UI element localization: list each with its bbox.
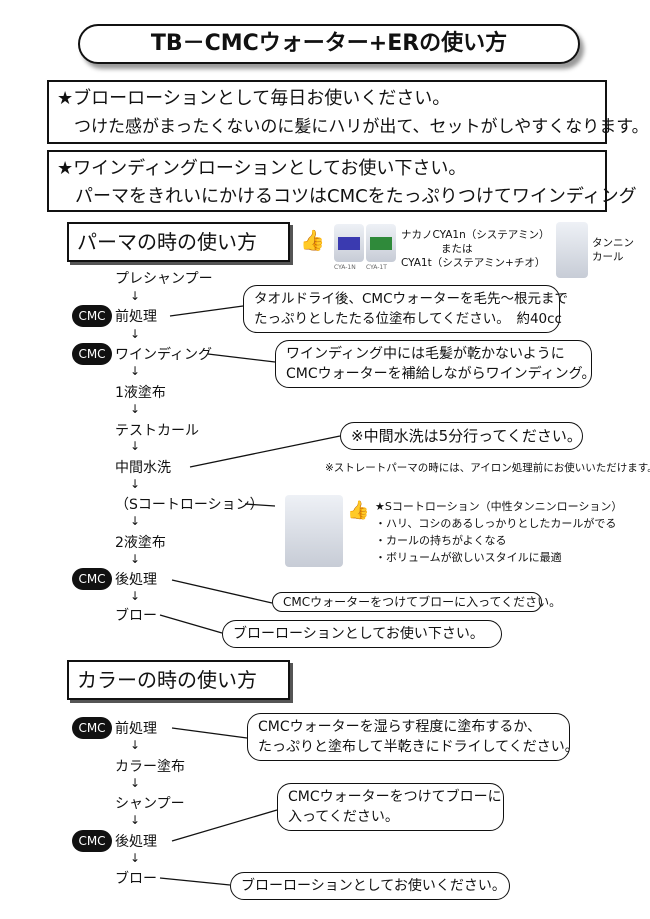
callout-winding: ワインディング中には毛髪が乾かないように CMCウォーターを補給しながらワインデ… [275, 340, 596, 388]
callout-aftertreatment: CMCウォーターをつけてブローに入ってください。 [272, 592, 561, 612]
step-pretreatment: 前処理 [115, 309, 157, 325]
arrow-down-icon: ↓ [130, 738, 141, 752]
callout-line: たっぷりとしたたる位塗布してください。 約40cc [254, 311, 562, 327]
callout-line: CMCウォーターをつけてブローに [288, 789, 502, 805]
step-blow: ブロー [115, 608, 157, 624]
color-step-pretreatment: 前処理 [115, 721, 157, 737]
scoat-description: ★Sコートローション（中性タンニンローション） ・ハリ、コシのあるしっかりとした… [375, 498, 622, 566]
callout-line: 入ってください。 [288, 809, 399, 825]
arrow-down-icon: ↓ [130, 477, 141, 491]
desc-line: または [441, 243, 473, 255]
arrow-down-icon: ↓ [130, 851, 141, 865]
arrow-down-icon: ↓ [130, 776, 141, 790]
cmc-badge: CMC [72, 568, 112, 590]
arrow-down-icon: ↓ [130, 327, 141, 341]
step-preshampoo: プレシャンプー [115, 271, 213, 287]
bottle-label: CYA-1N [334, 264, 356, 271]
cmc-badge: CMC [72, 305, 112, 327]
cmc-badge: CMC [72, 717, 112, 739]
scoat-line: ・カールの持ちがよくなる [375, 534, 507, 547]
desc-line: CYA1t（システアミン+チオ） [401, 257, 546, 269]
arrow-down-icon: ↓ [130, 364, 141, 378]
callout-pretreatment: タオルドライ後、CMCウォーターを毛先～根元まで たっぷりとしたたる位塗布してく… [243, 285, 568, 333]
color-step-aftertreatment: 後処理 [115, 834, 157, 850]
product-description: ナカノCYA1n（システアミン） または CYA1t（システアミン+チオ） [401, 228, 550, 270]
cmc-badge: CMC [72, 343, 112, 365]
scoat-line: ・ボリュームが欲しいスタイルに最適 [375, 551, 562, 564]
desc-line: ナカノCYA1n（システアミン） [401, 229, 550, 241]
color-step-application: カラー塗布 [115, 759, 185, 775]
step-solution2: 2液塗布 [115, 535, 166, 551]
step-intermediate-rinse: 中間水洗 [115, 460, 171, 476]
arrow-down-icon: ↓ [130, 439, 141, 453]
arrow-down-icon: ↓ [130, 552, 141, 566]
color-callout-blow: ブローローションとしてお使いください。 [230, 872, 510, 900]
step-scoat-lotion: （Sコートローション） [115, 497, 264, 513]
color-step-shampoo: シャンプー [115, 796, 185, 812]
section-heading-color: カラーの時の使い方 [67, 660, 290, 700]
intro-box-blow: ★ブローローションとして毎日お使いください。 つけた感がまったくないのに髪にハリ… [47, 80, 649, 144]
bottle-label: CYA-1T [366, 264, 387, 271]
thumbs-up-icon: 👍 [300, 228, 325, 252]
product-bottle-cya1t [366, 224, 396, 262]
intro-line: パーマをきれいにかけるコツはCMCをたっぷりつけてワインディング [57, 186, 637, 207]
step-winding: ワインディング [115, 347, 213, 363]
arrow-down-icon: ↓ [130, 289, 141, 303]
color-callout-pretreatment: CMCウォーターを湿らす程度に塗布するか、 たっぷりと塗布して半乾きにドライして… [247, 713, 579, 761]
step-test-curl: テストカール [115, 423, 199, 439]
color-step-blow: ブロー [115, 871, 157, 887]
arrow-down-icon: ↓ [130, 514, 141, 528]
callout-rinse: ※中間水洗は5分行ってください。 [340, 422, 583, 450]
intro-box-winding: ★ワインディングローションとしてお使い下さい。 パーマをきれいにかけるコツはCM… [47, 150, 637, 212]
callout-line: たっぷりと塗布して半乾きにドライしてください。 [258, 739, 579, 755]
step-solution1: 1液塗布 [115, 385, 166, 401]
callout-line: CMCウォーターを湿らす程度に塗布するか、 [258, 719, 542, 735]
intro-line: ★ブローローションとして毎日お使いください。 [57, 88, 451, 109]
scoat-line: ★Sコートローション（中性タンニンローション） [375, 500, 623, 513]
intro-line: つけた感がまったくないのに髪にハリが出て、セットがしやすくなります。 [57, 117, 649, 137]
arrow-down-icon: ↓ [130, 589, 141, 603]
arrow-down-icon: ↓ [130, 813, 141, 827]
page-title: TB－CMCウォーター+ERの使い方 [78, 24, 580, 64]
pouch-label: タンニンカール [592, 237, 634, 263]
step-aftertreatment: 後処理 [115, 572, 157, 588]
callout-line: CMCウォーターを補給しながらワインディング。 [286, 366, 596, 382]
callout-line: ワインディング中には毛髪が乾かないように [286, 346, 565, 362]
cmc-badge: CMC [72, 830, 112, 852]
intro-line: ★ワインディングローションとしてお使い下さい。 [57, 158, 467, 179]
scoat-line: ・ハリ、コシのあるしっかりとしたカールがでる [375, 517, 617, 530]
thumbs-up-icon: 👍 [347, 500, 370, 521]
product-pouch-tannin [556, 222, 588, 278]
product-bottle-cya1n [334, 224, 364, 262]
color-callout-aftertreatment: CMCウォーターをつけてブローに 入ってください。 [277, 783, 504, 831]
section-heading-perm: パーマの時の使い方 [67, 222, 290, 262]
straight-perm-note: ※ストレートパーマの時には、アイロン処理前にお使いいただけます。 [325, 462, 650, 474]
callout-blow: ブローローションとしてお使い下さい。 [222, 620, 502, 648]
callout-line: タオルドライ後、CMCウォーターを毛先～根元まで [254, 291, 568, 307]
product-pouch-scoat [285, 495, 343, 567]
arrow-down-icon: ↓ [130, 402, 141, 416]
